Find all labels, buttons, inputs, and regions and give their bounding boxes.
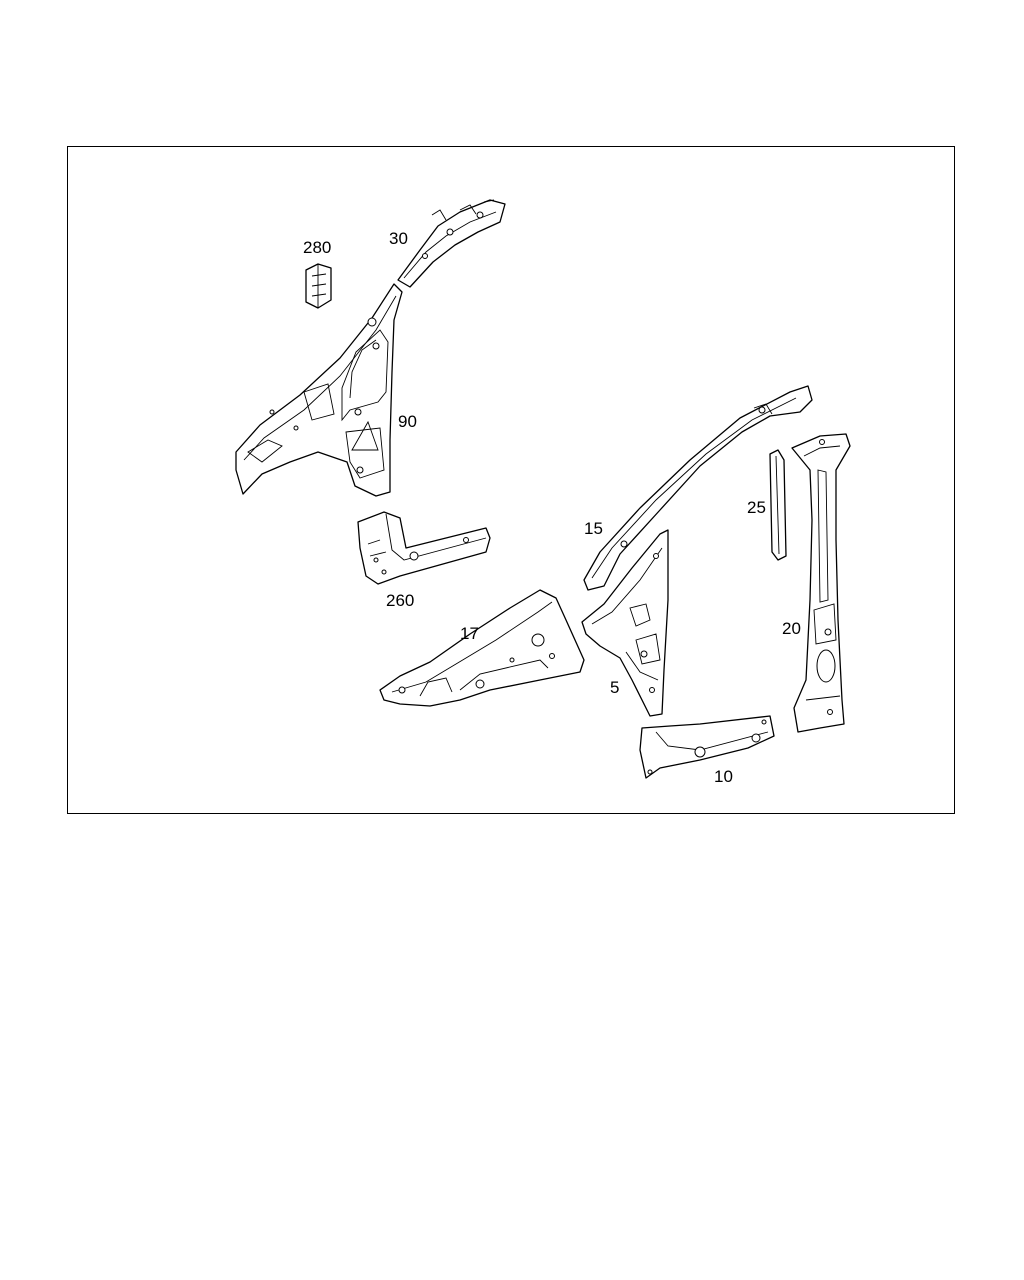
- callout-260: 260: [386, 591, 415, 610]
- callout-17: 17: [460, 624, 479, 643]
- part-20-b-pillar: [791, 433, 851, 733]
- part-260-sill-extension: [357, 511, 491, 585]
- part-90-a-pillar-inner: [235, 283, 403, 497]
- callout-25: 25: [747, 498, 766, 517]
- part-15-a-pillar-roof-arch: [583, 385, 813, 591]
- part-5-a-pillar-lower: [581, 529, 669, 717]
- part-25-reinforcement-strip: [769, 449, 787, 561]
- callout-15: 15: [584, 519, 603, 538]
- part-30-roof-rail-front: [397, 199, 506, 288]
- diagram-frame: [67, 146, 955, 814]
- callout-5: 5: [610, 678, 620, 697]
- callout-90: 90: [398, 412, 417, 431]
- part-17-wheelhouse-member: [379, 589, 585, 707]
- part-10-rocker-sill: [639, 715, 775, 779]
- callout-20: 20: [782, 619, 801, 638]
- part-280-bracket: [305, 263, 332, 309]
- callout-30: 30: [389, 229, 408, 248]
- callout-10: 10: [714, 767, 733, 786]
- callout-280: 280: [303, 238, 332, 257]
